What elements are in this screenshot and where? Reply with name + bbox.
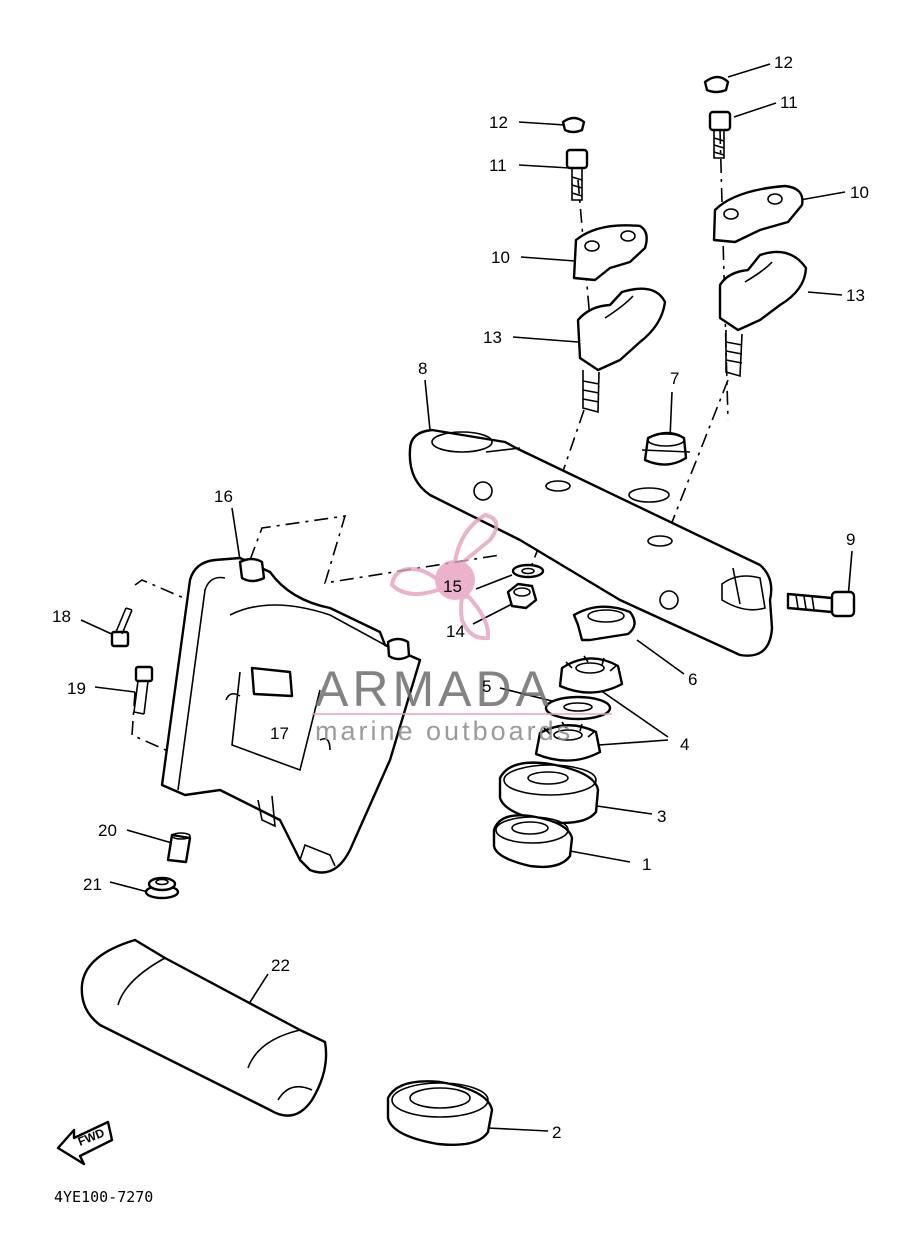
drawing-code: 4YE100-7270 <box>54 1188 153 1206</box>
label-10-left: 10 <box>491 248 510 267</box>
label-11-right: 11 <box>780 93 798 112</box>
label-16: 16 <box>214 487 233 506</box>
part-14-nut <box>506 582 538 610</box>
part-18-bolt <box>110 607 133 648</box>
part-12-cap-left <box>561 116 586 134</box>
part-10-holder-left <box>572 224 648 282</box>
part-2-bearing <box>386 1080 494 1146</box>
label-3: 3 <box>657 807 666 826</box>
label-10-right: 10 <box>850 183 869 202</box>
part-4-ring-nut-lower <box>534 721 602 762</box>
label-7: 7 <box>670 369 679 388</box>
part-7-nut <box>641 431 691 466</box>
label-15: 15 <box>443 577 462 596</box>
label-20: 20 <box>98 821 117 840</box>
part-17-damper <box>225 666 331 828</box>
part-11-bolt-right <box>708 110 732 159</box>
label-8: 8 <box>418 359 427 378</box>
label-22: 22 <box>271 956 290 975</box>
label-14: 14 <box>446 622 465 641</box>
label-18: 18 <box>52 607 71 626</box>
part-10-holder-right <box>712 184 804 244</box>
part-3-bearing-cover <box>498 761 600 825</box>
part-8-upper-bracket <box>408 428 774 657</box>
propeller-icon <box>389 512 499 641</box>
part-22-cover <box>80 938 328 1117</box>
label-21: 21 <box>83 875 102 894</box>
label-9: 9 <box>846 530 855 549</box>
label-2: 2 <box>552 1123 561 1142</box>
part-13-holder-left <box>576 287 667 414</box>
part-11-bolt-left <box>565 148 589 201</box>
label-19: 19 <box>67 679 86 698</box>
label-13-left: 13 <box>483 328 502 347</box>
label-5: 5 <box>482 677 491 696</box>
label-12-left: 12 <box>489 113 508 132</box>
watermark-brand: ARMADA <box>315 661 553 717</box>
part-16-cowl-bracket <box>160 556 422 874</box>
part-19-bolt <box>133 665 154 715</box>
part-13-holder-right <box>718 250 808 378</box>
label-12-right: 12 <box>774 53 793 72</box>
label-11-left: 11 <box>489 156 507 175</box>
part-20-collar <box>166 832 192 864</box>
label-13-right: 13 <box>846 286 865 305</box>
label-4: 4 <box>680 735 689 754</box>
callout-labels: 1 2 3 4 5 5 6 7 8 9 10 10 11 11 12 12 13… <box>52 53 869 1142</box>
label-17: 17 <box>270 724 289 743</box>
leader-lines <box>80 63 853 1132</box>
part-15-washer <box>511 563 545 579</box>
watermark-tagline: marine outboards <box>315 716 573 746</box>
part-12-cap-right <box>703 75 730 94</box>
fwd-arrow-icon: FWD <box>56 1120 114 1166</box>
part-4-ring-nut-upper <box>558 655 624 694</box>
part-1-bearing <box>492 814 574 869</box>
label-1: 1 <box>642 855 651 874</box>
part-6-lock-washer <box>572 605 636 642</box>
label-6: 6 <box>688 670 697 689</box>
part-21-grommet <box>144 876 180 900</box>
part-9-bolt <box>786 590 856 618</box>
